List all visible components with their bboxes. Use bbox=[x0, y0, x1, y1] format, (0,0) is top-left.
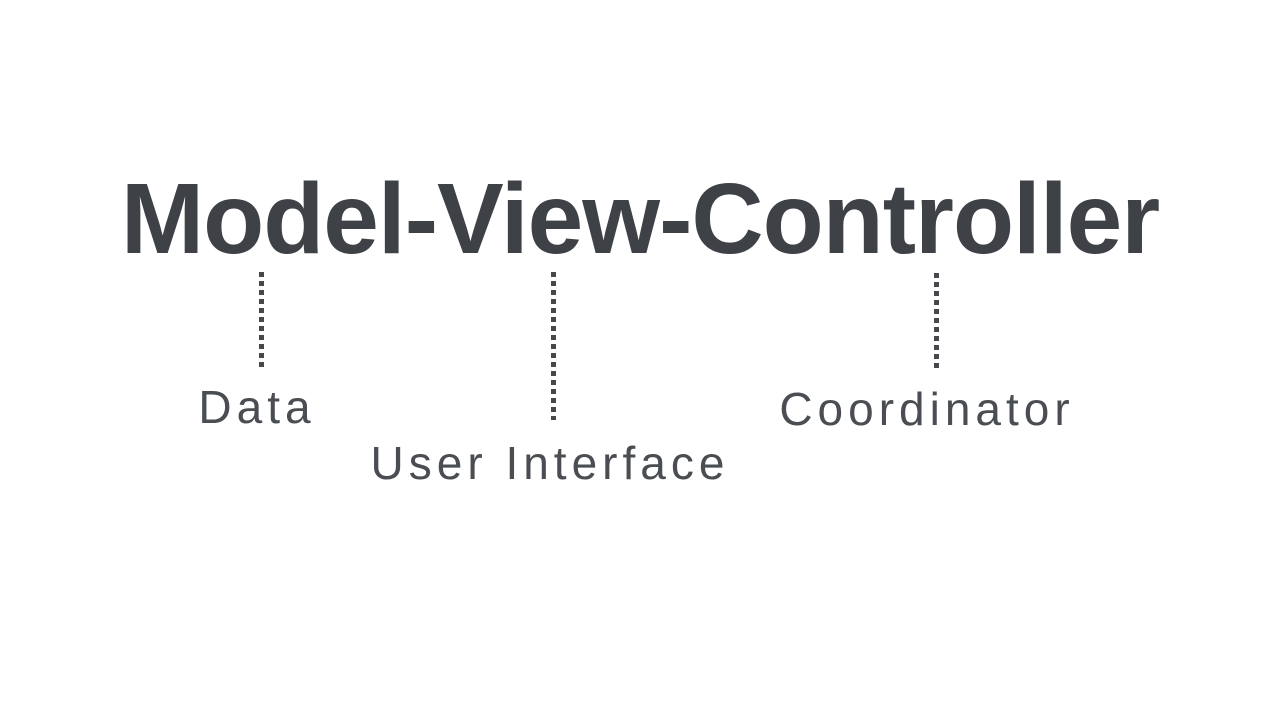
label-model-meaning: Data bbox=[198, 381, 316, 433]
label-view-meaning: User Interface bbox=[370, 437, 730, 489]
dotted-connector-controller bbox=[934, 273, 939, 369]
label-controller-meaning: Coordinator bbox=[779, 383, 1075, 435]
dotted-connector-model bbox=[259, 272, 264, 368]
dotted-connector-view bbox=[551, 272, 556, 420]
page-title: Model-View-Controller bbox=[120, 163, 1160, 275]
